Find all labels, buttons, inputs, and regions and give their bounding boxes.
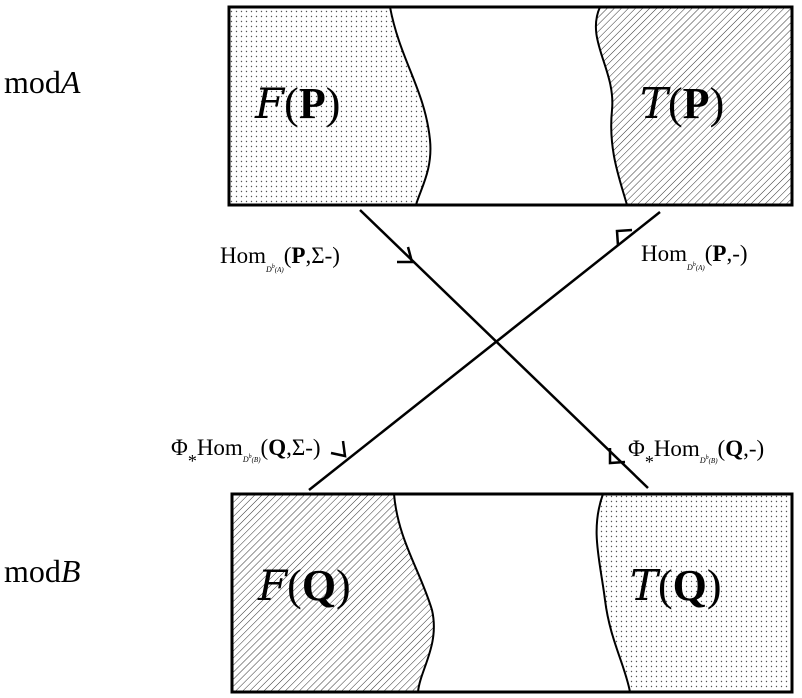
bottom-module-box <box>230 492 794 694</box>
top-right-boundary-curve <box>594 6 628 206</box>
top-box-border <box>227 5 794 207</box>
arrowhead-top-right <box>615 228 633 247</box>
bottom-left-region-label: F(Q) <box>257 561 351 610</box>
top-left-region-label: F(P) <box>254 79 340 128</box>
bottom-left-region-fill <box>232 494 434 692</box>
top-left-boundary-curve <box>389 6 432 206</box>
mod-a-label: modA <box>4 64 81 100</box>
arrow-line-top-left-to-bottom-right <box>359 209 649 489</box>
arrowhead-bottom-right <box>608 448 626 465</box>
arrow-label-bottom-right: Φ*HomDb(B)(Q,-) <box>628 436 764 472</box>
top-left-region-fill <box>229 7 431 205</box>
bottom-box-border <box>230 492 794 694</box>
mod-b-label: modB <box>4 553 80 589</box>
top-right-region-label: T(P) <box>640 79 724 128</box>
top-right-region-fill <box>595 7 792 205</box>
top-module-box <box>227 5 794 207</box>
bottom-right-boundary-curve <box>595 493 631 693</box>
arrowhead-bottom-left <box>330 440 347 458</box>
bottom-right-region-fill <box>596 494 792 692</box>
crossing-arrows <box>308 209 661 491</box>
arrow-line-top-right-to-bottom-left <box>308 211 661 491</box>
arrow-label-bottom-left: Φ*HomDb(B)(Q,Σ-) <box>171 435 321 471</box>
bottom-right-region-label: T(Q) <box>630 561 722 610</box>
bottom-left-boundary-curve <box>393 493 435 693</box>
arrow-label-top-left: HomDb(A)(P,Σ-) <box>220 243 340 274</box>
arrow-label-top-right: HomDb(A)(P,-) <box>641 241 748 272</box>
arrowhead-top-left <box>397 246 414 264</box>
